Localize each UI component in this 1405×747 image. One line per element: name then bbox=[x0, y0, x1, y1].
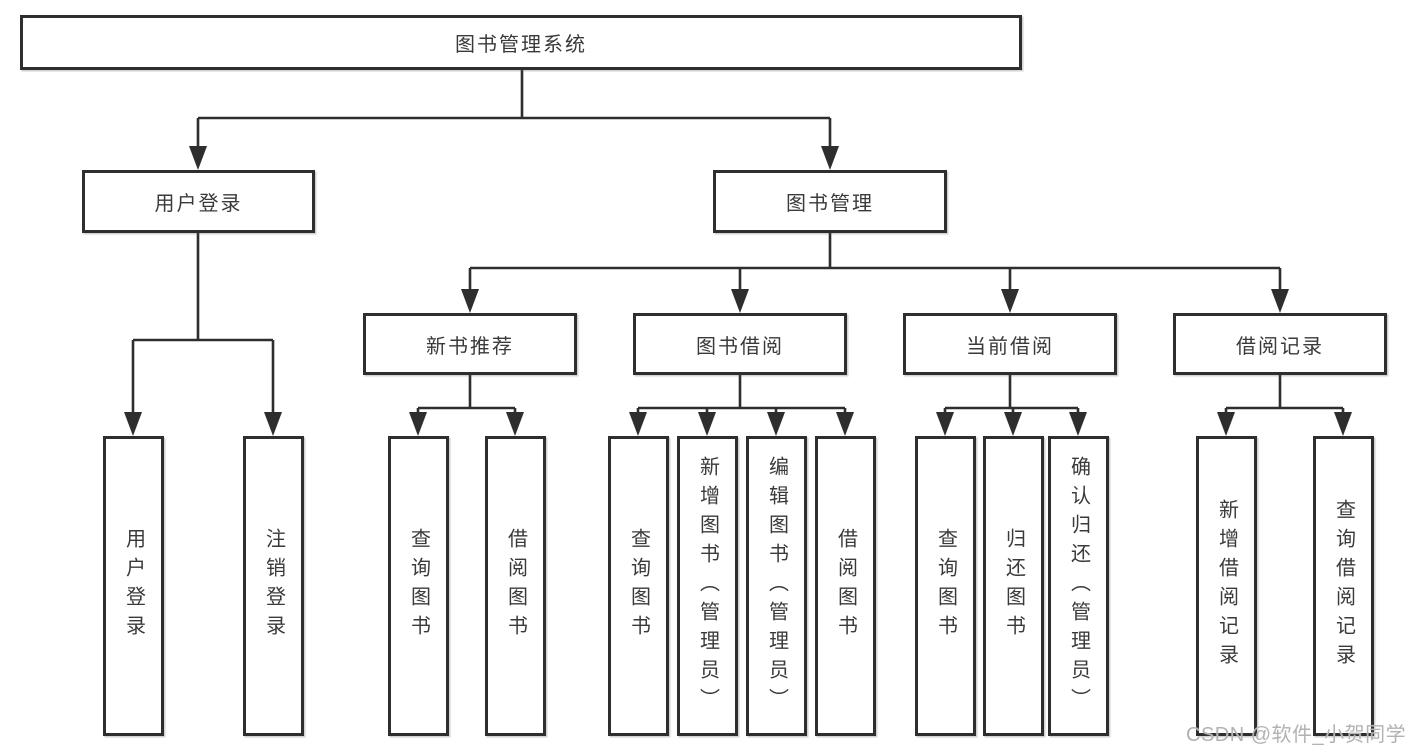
arrow-down-icon bbox=[936, 412, 954, 436]
node-label: 图书管理 bbox=[786, 193, 874, 215]
arrow-down-icon bbox=[629, 412, 647, 436]
arrow-down-icon bbox=[1217, 412, 1235, 436]
connector-records-to-leaves bbox=[1217, 375, 1352, 436]
arrow-down-icon bbox=[698, 412, 716, 436]
arrow-down-icon bbox=[1001, 289, 1019, 313]
arrow-down-icon bbox=[506, 412, 524, 436]
node-label: 查询图书 bbox=[407, 528, 430, 644]
node-new-book-recommendation: 新书推荐 bbox=[363, 313, 577, 375]
node-label: 查询借阅记录 bbox=[1332, 499, 1355, 673]
node-current-borrowing: 当前借阅 bbox=[903, 313, 1117, 375]
leaf-user-login: 用户登录 bbox=[103, 436, 164, 736]
leaf-borrowing-add-book-admin: 新增图书（管理员） bbox=[677, 436, 738, 736]
node-label: 编辑图书（管理员） bbox=[765, 455, 788, 717]
connector-recommend-to-leaves bbox=[409, 375, 524, 436]
leaf-borrowing-borrow-book: 借阅图书 bbox=[815, 436, 876, 736]
node-label: 借阅图书 bbox=[834, 528, 857, 644]
node-label: 确认归还（管理员） bbox=[1067, 455, 1090, 717]
leaf-logout: 注销登录 bbox=[243, 436, 304, 736]
node-label: 用户登录 bbox=[122, 528, 145, 644]
node-label: 查询图书 bbox=[934, 528, 957, 644]
node-label: 新增借阅记录 bbox=[1215, 499, 1238, 673]
csdn-watermark: CSDN @软件_小贺同学 bbox=[1186, 724, 1405, 746]
leaf-current-return-book: 归还图书 bbox=[983, 436, 1044, 736]
arrow-down-icon bbox=[1004, 412, 1022, 436]
leaf-current-confirm-return-admin: 确认归还（管理员） bbox=[1048, 436, 1109, 736]
connector-current-to-leaves bbox=[936, 375, 1087, 436]
arrow-down-icon bbox=[1069, 412, 1087, 436]
node-label: 图书管理系统 bbox=[455, 34, 587, 56]
node-label: 归还图书 bbox=[1002, 528, 1025, 644]
node-library-management-system: 图书管理系统 bbox=[20, 15, 1022, 70]
leaf-borrowing-edit-book-admin: 编辑图书（管理员） bbox=[746, 436, 807, 736]
node-label: 新书推荐 bbox=[426, 335, 514, 358]
node-book-borrowing: 图书借阅 bbox=[633, 313, 847, 375]
connector-book-management-to-level3 bbox=[461, 233, 1289, 313]
connector-user-login-to-leaves bbox=[124, 233, 282, 436]
node-label: 借阅记录 bbox=[1236, 335, 1324, 358]
arrow-down-icon bbox=[264, 412, 282, 436]
node-label: 查询图书 bbox=[627, 528, 650, 644]
arrow-down-icon bbox=[821, 146, 839, 170]
arrow-down-icon bbox=[1271, 289, 1289, 313]
node-label: 图书借阅 bbox=[696, 335, 784, 358]
leaf-current-query-book: 查询图书 bbox=[915, 436, 976, 736]
arrow-down-icon bbox=[189, 146, 207, 170]
leaf-records-add-record: 新增借阅记录 bbox=[1196, 436, 1257, 736]
arrow-down-icon bbox=[1334, 412, 1352, 436]
node-book-management: 图书管理 bbox=[713, 170, 947, 233]
connector-borrowing-to-leaves bbox=[629, 375, 854, 436]
node-label: 借阅图书 bbox=[504, 528, 527, 644]
node-label: 注销登录 bbox=[262, 528, 285, 644]
node-user-login: 用户登录 bbox=[82, 170, 315, 233]
node-borrowing-records: 借阅记录 bbox=[1173, 313, 1387, 375]
arrow-down-icon bbox=[124, 412, 142, 436]
arrow-down-icon bbox=[461, 289, 479, 313]
arrow-down-icon bbox=[767, 412, 785, 436]
node-label: 新增图书（管理员） bbox=[696, 455, 719, 717]
node-label: 用户登录 bbox=[154, 193, 243, 215]
arrow-down-icon bbox=[409, 412, 427, 436]
leaf-records-query-record: 查询借阅记录 bbox=[1313, 436, 1374, 736]
connector-root-to-level2 bbox=[189, 70, 839, 170]
node-label: 当前借阅 bbox=[966, 335, 1054, 358]
arrow-down-icon bbox=[836, 412, 854, 436]
leaf-recommend-borrow-book: 借阅图书 bbox=[485, 436, 546, 736]
leaf-borrowing-query-book: 查询图书 bbox=[608, 436, 669, 736]
arrow-down-icon bbox=[731, 289, 749, 313]
leaf-recommend-query-book: 查询图书 bbox=[388, 436, 449, 736]
